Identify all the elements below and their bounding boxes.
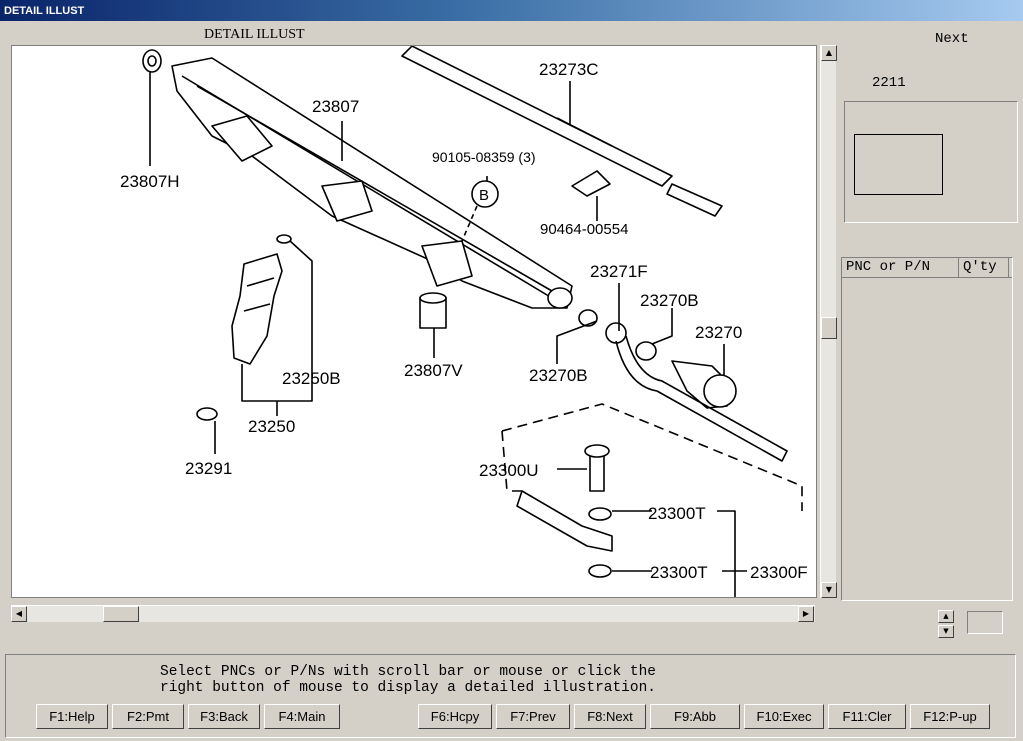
part-label[interactable]: 23271F (590, 262, 648, 281)
part-label[interactable]: 23807H (120, 172, 180, 191)
f8-next-button[interactable]: F8:Next (574, 704, 646, 729)
part-label[interactable]: 23300T (650, 563, 708, 582)
overview-map[interactable] (844, 101, 1018, 223)
illustration-canvas[interactable]: 23807H 23807 23273C 90105-08359 (3) B 90… (11, 45, 817, 598)
parts-diagram[interactable]: 23807H 23807 23273C 90105-08359 (3) B 90… (12, 46, 817, 598)
pnc-table-header: PNC or P/N Q'ty (842, 258, 1012, 278)
message-line-2: right button of mouse to display a detai… (160, 680, 656, 696)
part-label[interactable]: 23250B (282, 369, 341, 388)
part-label[interactable]: 23807 (312, 97, 359, 116)
part-label[interactable]: B (479, 187, 489, 204)
part-label[interactable]: 23300T (648, 504, 706, 523)
message-line-1: Select PNCs or P/Ns with scroll bar or m… (160, 664, 656, 680)
message-area (5, 654, 1016, 738)
part-label[interactable]: 90464-00554 (540, 221, 628, 238)
spin-down-icon[interactable]: ▼ (938, 625, 954, 638)
part-label[interactable]: 23300F (750, 563, 808, 582)
part-label[interactable]: 23273C (539, 60, 599, 79)
f4-main-button[interactable]: F4:Main (264, 704, 340, 729)
part-label[interactable]: 23250 (248, 417, 295, 436)
part-label[interactable]: 23291 (185, 459, 232, 478)
part-label[interactable]: 23807V (404, 361, 463, 380)
page-number: 2211 (872, 75, 906, 91)
part-label[interactable]: 23270 (695, 323, 742, 342)
horizontal-scrollbar[interactable]: ◀ ▶ (11, 605, 815, 622)
f2-pmt-button[interactable]: F2:Pmt (112, 704, 184, 729)
scroll-up-icon[interactable]: ▲ (821, 45, 837, 61)
spinner-value-box[interactable] (967, 611, 1003, 634)
qty-column-header: Q'ty (959, 258, 1009, 277)
part-label[interactable]: 23270B (640, 291, 699, 310)
next-label[interactable]: Next (935, 31, 969, 47)
f6-hcpy-button[interactable]: F6:Hcpy (418, 704, 492, 729)
instruction-message: Select PNCs or P/Ns with scroll bar or m… (160, 664, 656, 696)
page-spinner[interactable]: ▲ ▼ (938, 610, 954, 638)
vertical-scroll-thumb[interactable] (821, 317, 837, 339)
part-label[interactable]: 23270B (529, 366, 588, 385)
scroll-right-icon[interactable]: ▶ (798, 606, 814, 622)
horizontal-scroll-thumb[interactable] (103, 606, 139, 622)
f11-cler-button[interactable]: F11:Cler (828, 704, 906, 729)
vertical-scrollbar[interactable]: ▲ ▼ (820, 45, 837, 598)
spin-up-icon[interactable]: ▲ (938, 610, 954, 623)
f3-back-button[interactable]: F3:Back (188, 704, 260, 729)
f1-help-button[interactable]: F1:Help (36, 704, 108, 729)
canvas-title: DETAIL ILLUST (204, 27, 305, 42)
part-label[interactable]: 90105-08359 (3) (432, 149, 536, 165)
scroll-down-icon[interactable]: ▼ (821, 582, 837, 598)
f9-abb-button[interactable]: F9:Abb (650, 704, 740, 729)
pnc-column-header: PNC or P/N (842, 258, 959, 277)
overview-viewport-frame[interactable] (854, 134, 943, 195)
pnc-list-panel[interactable]: PNC or P/N Q'ty (841, 257, 1013, 601)
part-label[interactable]: 23300U (479, 461, 539, 480)
f7-prev-button[interactable]: F7:Prev (496, 704, 570, 729)
scroll-left-icon[interactable]: ◀ (11, 606, 27, 622)
f10-exec-button[interactable]: F10:Exec (744, 704, 824, 729)
window-title: DETAIL ILLUST (0, 0, 1023, 21)
f12-pup-button[interactable]: F12:P-up (910, 704, 990, 729)
